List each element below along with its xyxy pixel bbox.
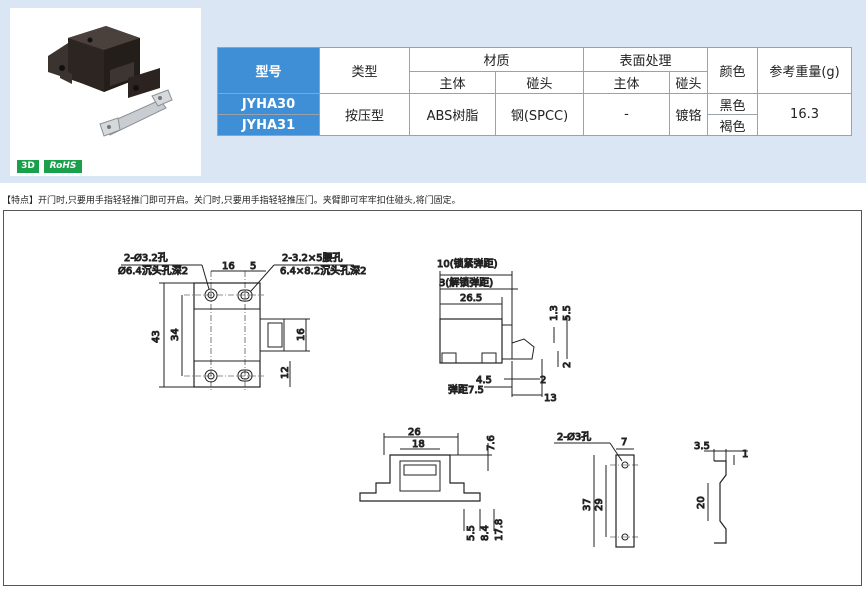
dim-26-5: 26.5 <box>460 293 482 304</box>
color-cell: 黑色 <box>707 93 759 115</box>
dim-18: 18 <box>412 439 425 450</box>
dim-12: 12 <box>280 366 291 379</box>
dim-7-6: 7.6 <box>486 435 497 451</box>
bottom-view <box>359 433 495 531</box>
dim-34: 34 <box>170 328 181 341</box>
dim-7: 7 <box>621 437 627 448</box>
header-color: 颜色 <box>707 47 759 94</box>
weight-cell: 16.3 <box>757 93 853 136</box>
dim-1: 1 <box>742 449 748 460</box>
dim-3-5: 3.5 <box>694 441 710 452</box>
badge-3d: 3D <box>17 160 39 173</box>
header-material-main: 主体 <box>409 71 496 94</box>
feature-text: 【特点】开门时,只要用手指轻轻推门即可开启。关门时,只要用手指轻轻推压门。夹臂即… <box>2 196 461 206</box>
dim-hole1-a: 2-Ø3.2孔 <box>124 252 168 264</box>
dim-1-3: 1.3 <box>549 305 560 321</box>
dim-2-v: 2 <box>562 362 573 368</box>
header-surface-main: 主体 <box>583 71 671 94</box>
dim-13: 13 <box>544 393 557 404</box>
catch-plate-front <box>554 442 640 548</box>
model-cell: JYHA31 <box>217 114 320 136</box>
dim-2: 2 <box>540 375 546 386</box>
dim-20: 20 <box>696 496 707 509</box>
dim-16-v: 16 <box>296 328 307 341</box>
dim-29: 29 <box>594 498 605 511</box>
type-cell: 按压型 <box>319 93 410 136</box>
dim-5: 5 <box>250 261 256 272</box>
badge-rohs: RoHS <box>44 160 82 173</box>
technical-drawing: 2-Ø3.2孔 Ø6.4沉头孔深2 2-3.2×5腰孔 6.4×8.2沉头孔深2… <box>3 210 862 586</box>
dim-spring: 弹距7.5 <box>448 383 484 396</box>
dim-plate-hole: 2-Ø3孔 <box>557 431 591 443</box>
dim-37: 37 <box>582 498 593 511</box>
dim-4-5: 4.5 <box>476 375 492 386</box>
dim-5-5-b: 5.5 <box>466 525 477 541</box>
header-surface-catch: 碰头 <box>669 71 709 94</box>
dim-5-5: 5.5 <box>562 305 573 321</box>
catch-plate-side <box>704 449 748 544</box>
product-photo <box>10 8 201 176</box>
dim-16: 16 <box>222 261 235 272</box>
dim-hole2-b: 6.4×8.2沉头孔深2 <box>280 264 367 277</box>
dim-hole2-a: 2-3.2×5腰孔 <box>282 252 343 264</box>
material-main-cell: ABS树脂 <box>409 93 496 136</box>
material-catch-cell: 钢(SPCC) <box>494 93 585 136</box>
model-cell: JYHA30 <box>217 93 320 115</box>
dim-43: 43 <box>151 330 162 343</box>
dim-17-8: 17.8 <box>494 519 505 541</box>
dim-lock: 10(锁紧弹距) <box>437 257 498 270</box>
header-material: 材质 <box>408 47 585 72</box>
dim-unlock: 3(解锁弹距) <box>439 276 493 289</box>
header-surface: 表面处理 <box>583 47 709 72</box>
surface-main-cell: - <box>583 93 671 136</box>
dim-26: 26 <box>408 427 421 438</box>
header-type: 类型 <box>319 47 410 94</box>
front-view <box>121 264 354 391</box>
header-material-catch: 碰头 <box>494 71 585 94</box>
side-view <box>439 271 568 397</box>
color-cell: 褐色 <box>707 114 759 136</box>
header-model: 型号 <box>217 47 320 94</box>
dim-8-4: 8.4 <box>480 525 491 541</box>
dim-hole1-b: Ø6.4沉头孔深2 <box>118 264 188 277</box>
surface-catch-cell: 镀铬 <box>669 93 709 136</box>
spec-table: 型号 类型 材质 表面处理 颜色 参考重量(g) 主体 碰头 主体 碰头 JYH… <box>217 47 853 136</box>
header-weight: 参考重量(g) <box>757 47 853 94</box>
